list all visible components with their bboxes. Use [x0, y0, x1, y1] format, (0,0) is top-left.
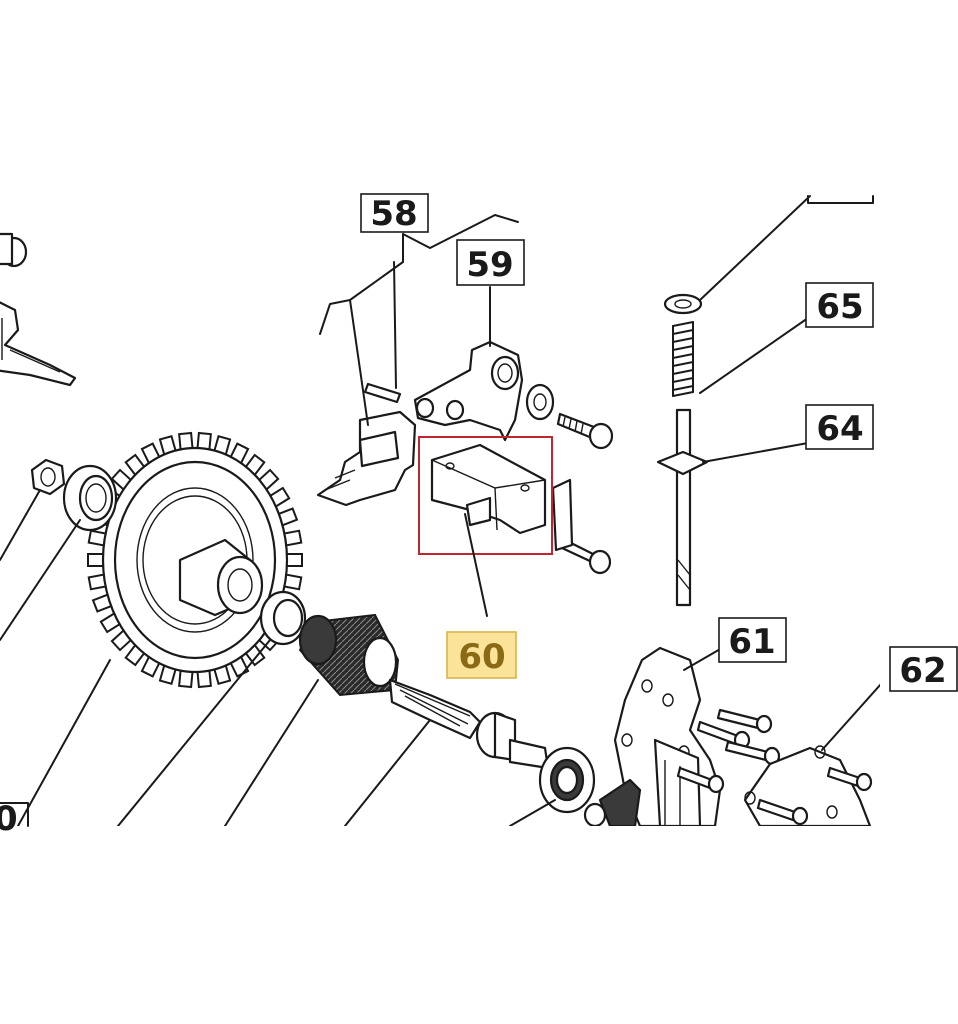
lever-arm-59	[413, 340, 524, 442]
pin-58	[363, 382, 402, 404]
callout-61-label: 61	[728, 622, 775, 662]
callout-58: 58	[360, 193, 429, 234]
knurled-sleeve	[298, 613, 400, 697]
top-washer-ring	[663, 293, 703, 315]
leader-lines	[0, 195, 880, 826]
angle-plate	[583, 778, 642, 826]
callout-62: 62	[889, 646, 958, 692]
left-edge-fragment-top	[0, 232, 77, 387]
mounting-plate-62	[743, 745, 873, 826]
bearing-right	[538, 746, 596, 814]
callout-65-label: 65	[816, 287, 863, 327]
washer	[525, 383, 555, 421]
callout-60: 60	[446, 631, 517, 679]
callout-65: 65	[805, 282, 874, 328]
callout-left-label: 0	[0, 799, 18, 839]
screw-set-61	[676, 708, 781, 794]
callout-58-label: 58	[370, 194, 417, 234]
screw-upper	[556, 412, 614, 450]
callout-64: 64	[805, 404, 874, 450]
drive-shaft	[388, 678, 550, 770]
callout-62-label: 62	[899, 651, 946, 691]
large-helical-gear	[87, 431, 303, 689]
bearing-left	[62, 464, 118, 532]
rod-64	[656, 408, 709, 607]
callout-60-label: 60	[458, 637, 505, 677]
callout-61: 61	[718, 617, 787, 663]
coil-spring-65	[672, 321, 694, 397]
callout-59: 59	[456, 239, 525, 286]
callout-cutoff-left: 0	[0, 799, 29, 839]
hex-nut	[30, 458, 66, 496]
callout-59-label: 59	[466, 245, 513, 285]
selected-part-frame	[418, 436, 553, 555]
bushing-ring	[259, 590, 307, 646]
callout-64-label: 64	[816, 409, 863, 449]
micro-switch-60	[430, 443, 574, 552]
fork-bracket-58	[316, 410, 417, 507]
callout-cutoff-top-right	[807, 195, 874, 204]
